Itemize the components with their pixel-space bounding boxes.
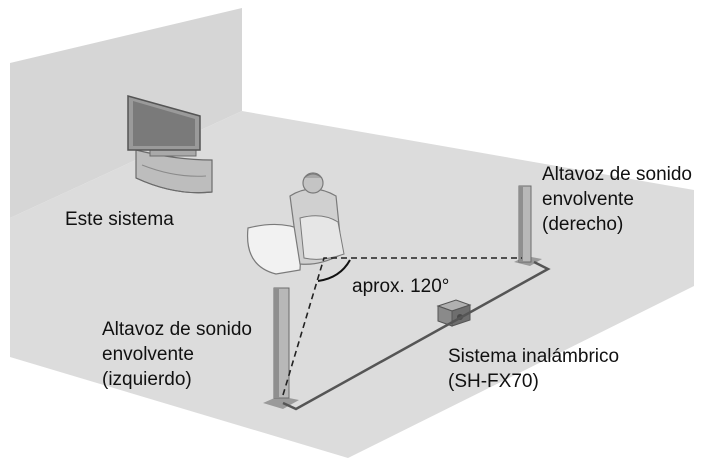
listening-angle-lines [282,257,522,396]
right-surround-line-2: envolvente [542,189,634,210]
left-surround-line-3: (izquierdo) [102,369,192,390]
speaker-wire-line [282,260,551,411]
wireless-system-label: Sistema inalámbrico (SH-FX70) [448,344,619,394]
left-surround-label: Altavoz de sonido envolvente (izquierdo) [102,317,252,392]
left-surround-speaker-icon [263,287,299,409]
wireless-line-2: (SH-FX70) [448,371,539,392]
angle-arc [317,259,351,282]
listener-chair-icon [246,172,345,275]
wireless-line-1: Sistema inalámbrico [448,346,620,367]
tv-system-icon [127,95,213,194]
this-system-label: Este sistema [65,209,174,230]
right-surround-line-1: Altavoz de sonido [542,164,692,185]
right-surround-label: Altavoz de sonido envolvente (derecho) [542,162,692,237]
right-surround-line-3: (derecho) [542,214,624,235]
left-surround-line-1: Altavoz de sonido [102,319,252,340]
angle-label: aprox. 120° [352,276,450,297]
room-wall [10,8,242,218]
left-surround-line-2: envolvente [102,344,194,365]
